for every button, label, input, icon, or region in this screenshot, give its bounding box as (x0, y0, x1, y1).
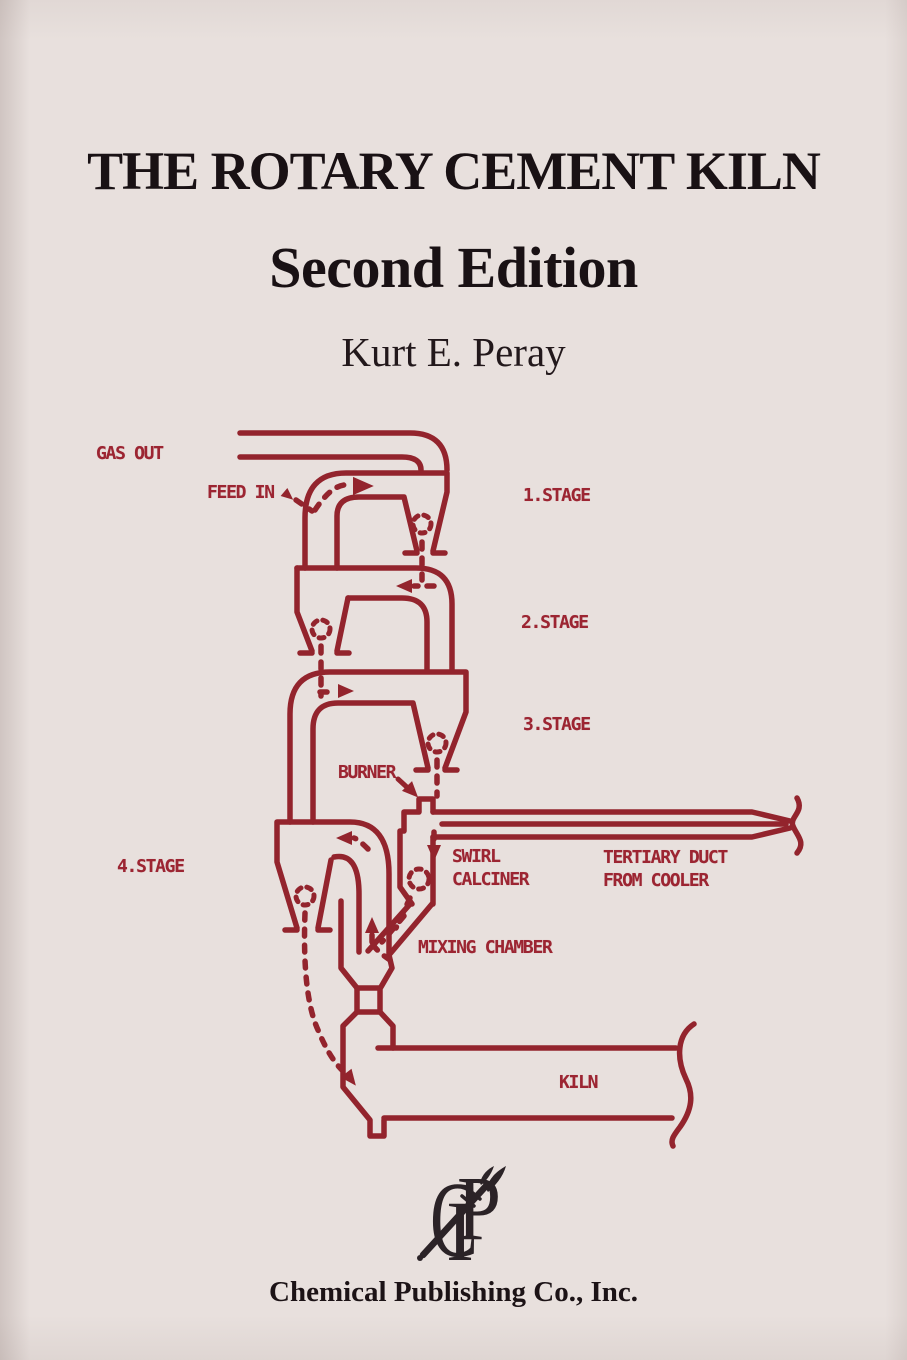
book-author: Kurt E. Peray (341, 329, 566, 375)
label-stage-3: 3.STAGE (523, 714, 591, 735)
cyclone-4-drop-flow (301, 910, 345, 1073)
book-title: THE ROTARY CEMENT KILN (87, 141, 821, 201)
publisher-name: Chemical Publishing Co., Inc. (269, 1276, 638, 1308)
label-stage-4: 4.STAGE (117, 856, 185, 877)
label-feed-in: FEED IN (207, 482, 275, 503)
logo-flame-leaf-2 (480, 1166, 494, 1185)
calciner-swirl (406, 866, 432, 892)
kiln-break-squiggle (669, 1021, 697, 1149)
cyclone-2-swirl (309, 617, 333, 641)
label-gas-out: GAS OUT (96, 443, 164, 464)
label-swirl-calciner-line1: SWIRL (452, 846, 501, 867)
cyclone-2-inner-and-duct (345, 595, 430, 673)
logo-torch-pommel (417, 1255, 423, 1261)
gas-out-duct-inner (237, 454, 424, 473)
riser-up-arrow (365, 917, 379, 933)
cyclone-1-outline (302, 470, 450, 571)
tertiary-duct-bottom (430, 825, 793, 840)
label-kiln: KILN (559, 1072, 598, 1093)
logo-letter-c: C (430, 1164, 478, 1266)
calciner-discharge-inner (386, 901, 435, 958)
label-tertiary-duct-line2: FROM COOLER (603, 870, 709, 891)
venturi-neck (354, 985, 383, 1015)
cyclone-4-inner (331, 853, 362, 955)
cyclone-2-cone (334, 595, 351, 654)
stage-4-arrow-tail (351, 835, 371, 852)
cyclone-3-inner (310, 700, 431, 825)
label-mixing-chamber: MIXING CHAMBER (418, 937, 553, 958)
calciner-down-arrow (427, 845, 441, 861)
cyclone-2-left (294, 565, 315, 654)
cyclone-1-inner (334, 494, 420, 571)
gas-out-duct (237, 430, 450, 473)
stage-4-flow-arrow (336, 831, 352, 845)
riser-up-curve (370, 942, 393, 963)
calciner-neck-flow (393, 895, 413, 931)
cyclone-2-top-and-duct (294, 565, 455, 673)
label-stage-1: 1.STAGE (523, 485, 591, 506)
tertiary-duct-break (789, 795, 804, 856)
mixing-chamber-left (338, 898, 360, 991)
stage-1-flow-arrow (353, 476, 374, 496)
label-burner: BURNER (338, 762, 397, 783)
logo-flame-leaf-1 (486, 1166, 506, 1192)
stage-2-flow-arrow (396, 579, 412, 593)
label-swirl-calciner-line2: CALCINER (452, 869, 530, 890)
cyclone-3-outline (287, 669, 469, 825)
publisher-logo: C P I (417, 1164, 506, 1266)
cyclone-4-swirl (293, 884, 317, 908)
cyclone-4-outline (274, 819, 392, 960)
kiln-flow-diagram (237, 430, 804, 1149)
calciner-duct-flow (379, 913, 407, 945)
calciner-outline (397, 796, 436, 907)
cyclone-4-cone (315, 857, 334, 931)
label-stage-2: 2.STAGE (521, 612, 589, 633)
feed-in-flow (293, 497, 315, 514)
label-tertiary-duct-line1: TERTIARY DUCT (603, 847, 728, 868)
stage-3-flow-arrow (338, 684, 354, 698)
logo-torch-ridge-2 (460, 1194, 476, 1208)
kiln-inlet-housing-left (340, 1009, 387, 1139)
tertiary-duct-top (430, 809, 793, 824)
book-edition: Second Edition (269, 235, 638, 300)
cyclone-1-swirl (410, 512, 434, 536)
cyclone-3-swirl (425, 731, 449, 755)
logo-torch-ridge-1 (466, 1187, 482, 1201)
feed-in-flow-curve (312, 482, 347, 513)
kiln-inlet-housing-right (377, 1009, 396, 1051)
